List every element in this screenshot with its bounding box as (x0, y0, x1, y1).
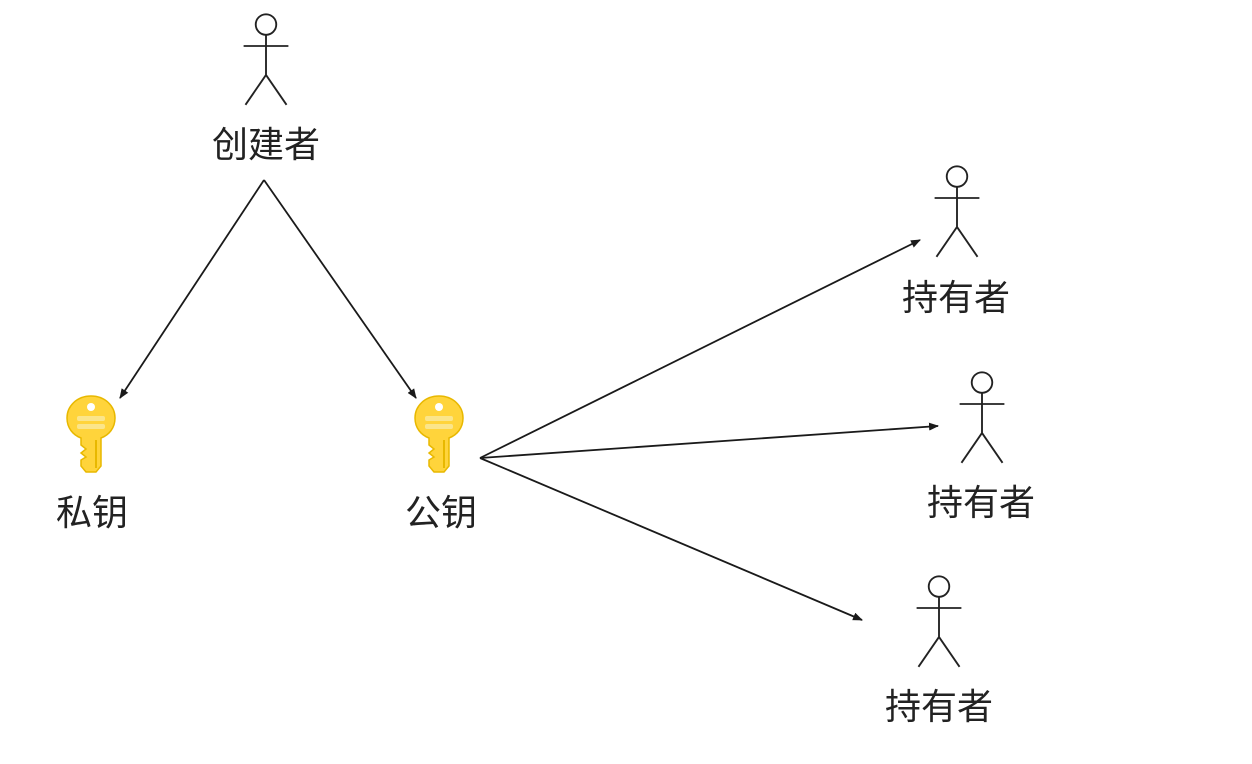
creator-label: 创建者 (212, 125, 320, 166)
holder-2-person-icon (958, 371, 1006, 464)
holder-node-3: 持有者 (885, 575, 993, 728)
creator-node: 创建者 (212, 13, 320, 166)
public-key-icon (413, 394, 465, 474)
private-key-label: 私钥 (56, 493, 128, 534)
creator-person-icon (242, 13, 290, 106)
private-key-icon (65, 394, 117, 474)
holder-2-label: 持有者 (927, 483, 1035, 524)
edge-creator-to-private-key (119, 179, 265, 399)
holder-node-2: 持有者 (927, 371, 1035, 524)
public-key-label: 公钥 (405, 493, 477, 534)
edge-creator-to-public-key (263, 179, 417, 399)
private-key-node: 私钥 (56, 394, 128, 534)
holder-1-label: 持有者 (902, 278, 1010, 319)
public-key-node: 公钥 (405, 394, 477, 534)
edges (119, 179, 939, 621)
holder-3-label: 持有者 (885, 687, 993, 728)
edge-public-key-to-holder-2 (479, 422, 939, 459)
edge-public-key-to-holder-1 (479, 239, 921, 459)
holder-node-1: 持有者 (902, 165, 1010, 319)
holder-3-person-icon (915, 575, 963, 668)
holder-1-person-icon (933, 165, 981, 258)
edge-public-key-to-holder-3 (479, 457, 863, 621)
